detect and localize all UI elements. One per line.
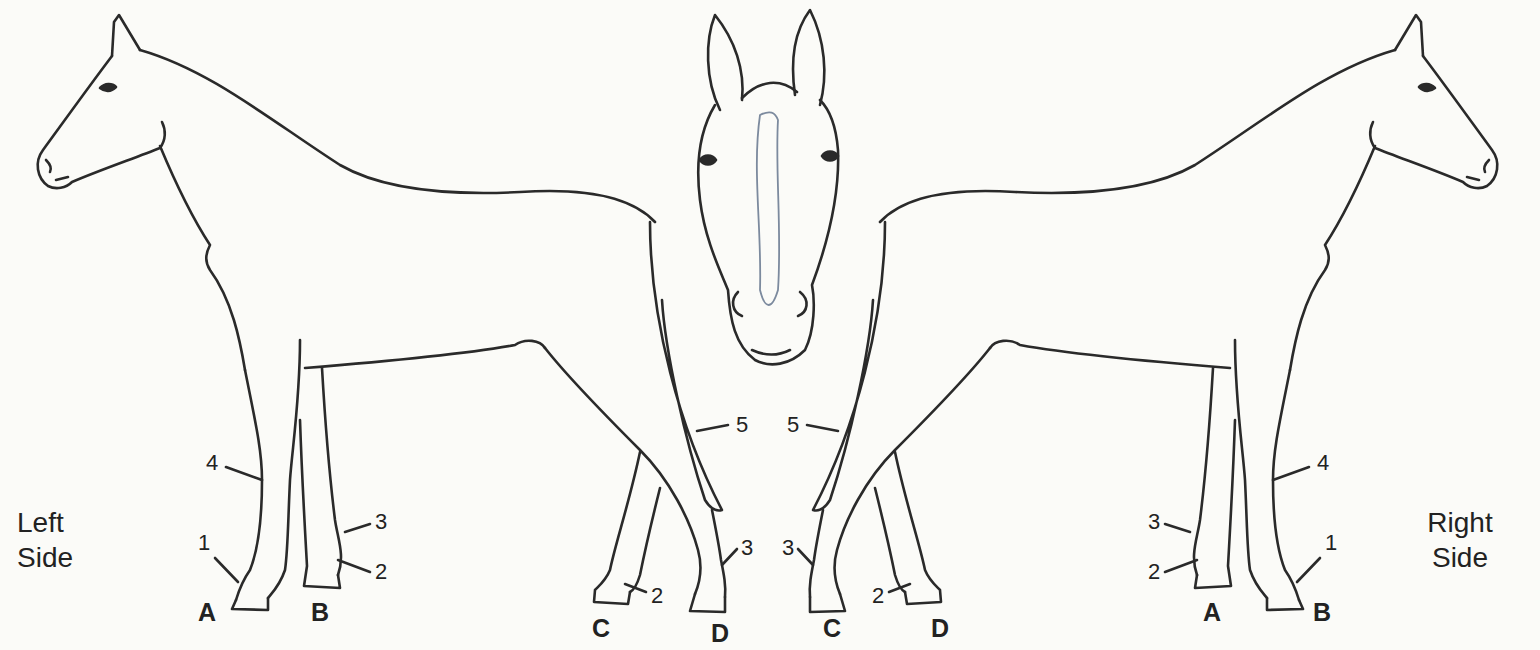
callout-number: 4 — [1317, 452, 1329, 474]
callout-number: 3 — [1148, 511, 1160, 533]
callout-number: 4 — [206, 452, 218, 474]
leg-letter: A — [198, 600, 216, 625]
side-label: Left Side — [17, 505, 107, 575]
leg-letter: D — [931, 616, 949, 641]
callout-number: 2 — [375, 561, 387, 583]
leg-letter: B — [1313, 600, 1331, 625]
callout-number: 3 — [741, 537, 753, 559]
leg-letter: A — [1203, 600, 1221, 625]
callout-number: 2 — [651, 585, 663, 607]
callout-number: 5 — [736, 414, 748, 436]
callout-number: 2 — [1148, 561, 1160, 583]
callout-number: 1 — [1325, 532, 1337, 554]
leg-letter: C — [592, 616, 610, 641]
side-label: Right Side — [1415, 505, 1505, 575]
leg-letter: B — [311, 600, 329, 625]
leg-letter: C — [823, 616, 841, 641]
callout-number: 3 — [375, 511, 387, 533]
callout-number: 5 — [787, 414, 799, 436]
callout-number: 3 — [782, 537, 794, 559]
callout-number: 1 — [198, 532, 210, 554]
front-head — [698, 10, 838, 364]
right-horse-outline — [798, 15, 1497, 612]
leg-letter: D — [711, 621, 729, 646]
left-horse-outline — [38, 15, 737, 612]
callout-number: 2 — [872, 585, 884, 607]
